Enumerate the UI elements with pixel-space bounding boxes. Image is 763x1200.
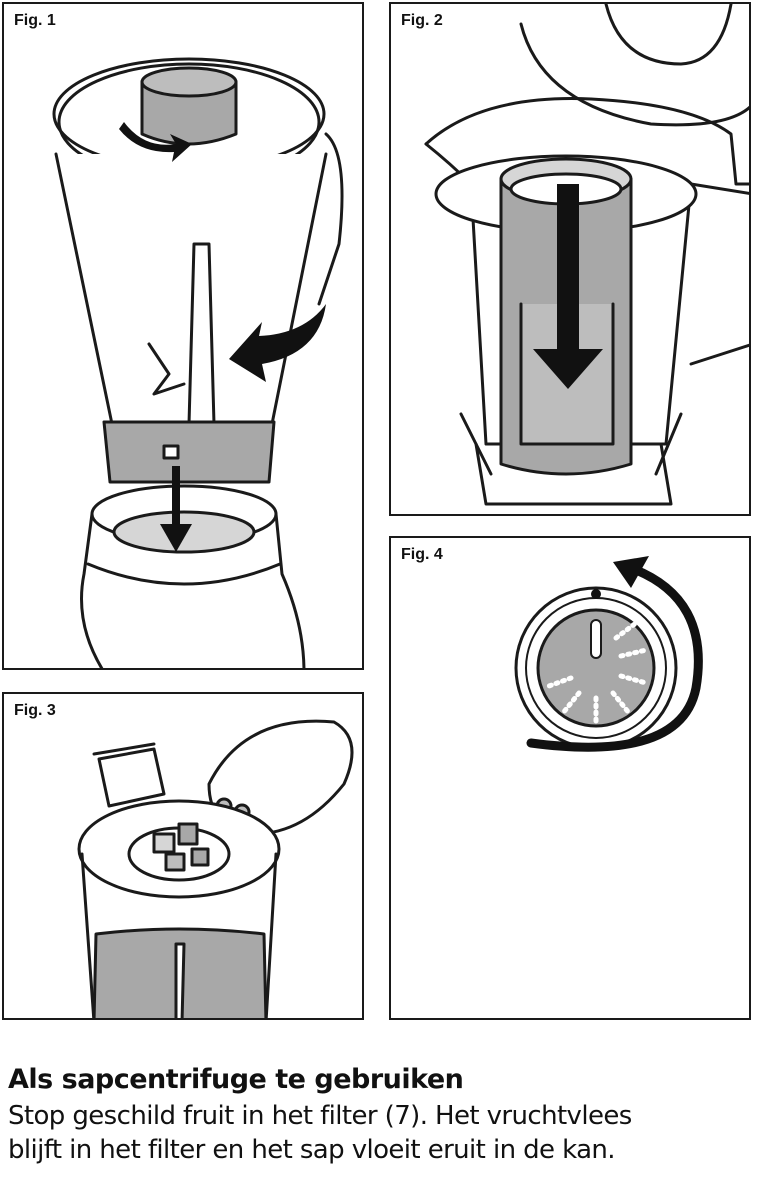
caption-heading: Als sapcentrifuge te gebruiken bbox=[8, 1064, 464, 1095]
figure-1-label: Fig. 1 bbox=[14, 12, 56, 29]
figure-2-panel: Fig. 2 bbox=[389, 2, 751, 516]
caption-line-1: Stop geschild fruit in het filter (7). H… bbox=[8, 1101, 632, 1131]
blender-jar-assembly-illustration bbox=[52, 57, 344, 668]
figure-4-panel: Fig. 4 bbox=[389, 536, 751, 1020]
fruit-filling-illustration bbox=[77, 719, 354, 1018]
caption: Als sapcentrifuge te gebruiken Stop gesc… bbox=[8, 1064, 758, 1167]
caption-line-2: blijft in het filter en het sap vloeit e… bbox=[8, 1135, 616, 1165]
filter-insertion-illustration bbox=[424, 4, 749, 506]
figure-1-panel: Fig. 1 bbox=[2, 2, 364, 670]
figure-3-panel: Fig. 3 bbox=[2, 692, 364, 1020]
speed-dial-illustration bbox=[514, 556, 703, 752]
figure-2-label: Fig. 2 bbox=[401, 12, 443, 29]
figure-4-label: Fig. 4 bbox=[401, 546, 443, 563]
figure-3-label: Fig. 3 bbox=[14, 702, 56, 719]
